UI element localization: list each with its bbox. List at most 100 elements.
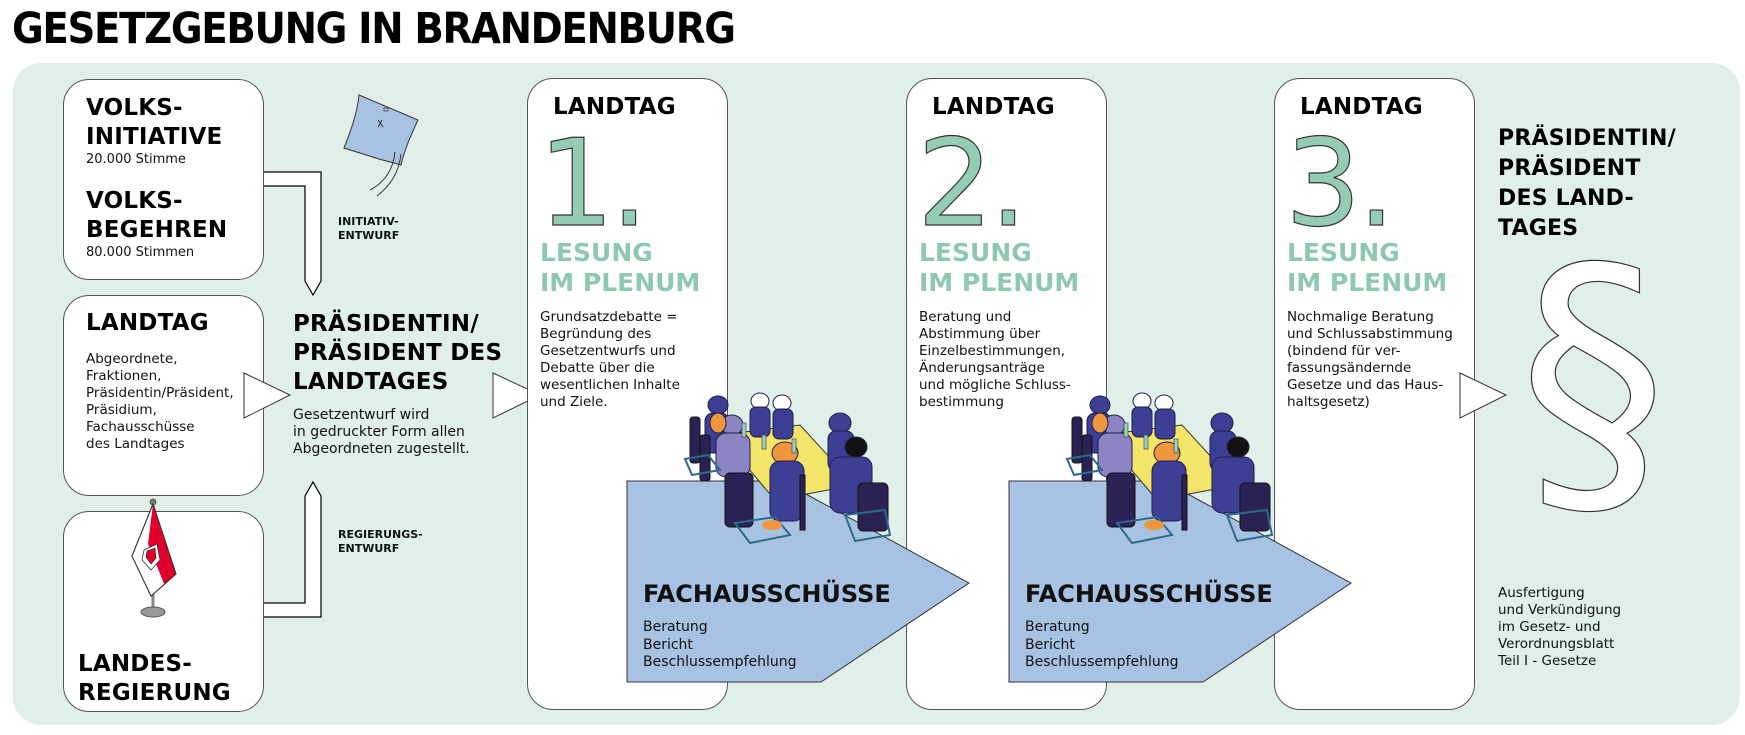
text-line: in gedruckter Form allen (293, 424, 465, 440)
volksbegehren-note: 80.000 Stimmen (86, 245, 195, 260)
lesung-2-header: LANDTAG (932, 94, 1055, 120)
landtag-initiator-title: LANDTAG (86, 310, 209, 336)
card-volksinitiative: VOLKS- INITIATIVE 20.000 Stimme VOLKS- B… (63, 79, 264, 280)
text-line: Gesetzentwurf wird (293, 407, 430, 423)
title-line: PRÄSIDENT (1498, 156, 1641, 181)
lesung-line: LESUNG (919, 238, 1032, 267)
volksinitiative-title-2: INITIATIVE (86, 124, 223, 150)
initiativ-entwurf-label: INITIATIV- ENTWURF (338, 215, 399, 243)
text-line: Teil I - Gesetze (1498, 653, 1597, 669)
committee-item: Beratung (1025, 619, 1090, 635)
lesung-1-header: LANDTAG (553, 94, 676, 120)
text-line: fassungsändernde (1287, 360, 1412, 376)
lesung-line: LESUNG (540, 238, 653, 267)
text-line: und Ziele. (540, 394, 608, 410)
text-line: Verordnungsblatt (1498, 636, 1615, 652)
regierungs-arrow (264, 480, 322, 618)
committee-1-items: Beratung Bericht Beschlussempfehlung (643, 619, 797, 672)
committee-item: Beratung (643, 619, 708, 635)
committee-item: Bericht (1025, 636, 1075, 653)
text-line: Gesetze und das Haus- (1287, 377, 1444, 393)
title-line: TAGES (1498, 216, 1579, 241)
landtag-member: Fachausschüsse (86, 419, 195, 435)
lesung-2-title: LESUNG IM PLENUM (919, 238, 1079, 298)
eagle (145, 547, 157, 565)
volksbegehren-title-1: VOLKS- (86, 188, 183, 214)
final-title: PRÄSIDENTIN/ PRÄSIDENT DES LAND- TAGES (1498, 124, 1676, 244)
text-line: haltsgesetz) (1287, 394, 1370, 410)
landtag-member: des Landtages (86, 436, 185, 452)
landtag-members-list: Abgeordnete, Fraktionen, Präsidentin/Prä… (86, 351, 234, 453)
praesident-to-lesung1-arrow (492, 372, 542, 419)
label-line: ENTWURF (338, 542, 400, 555)
lesung-line: IM PLENUM (1287, 268, 1448, 297)
committee-meeting-illustration (683, 392, 892, 545)
title-line: PRÄSIDENTIN/ (293, 311, 479, 337)
lesung-2-number: 2. (916, 115, 1028, 254)
lesung-line: IM PLENUM (919, 268, 1080, 297)
text-line: im Gesetz- und (1498, 619, 1601, 635)
praesident-intake-text: Gesetzentwurf wird in gedruckter Form al… (293, 407, 470, 458)
label-line: ENTWURF (338, 229, 400, 242)
text-line: wesentlichen Inhalte (540, 377, 680, 393)
document-icon (343, 94, 419, 197)
committee-2-items: Beratung Bericht Beschlussempfehlung (1025, 619, 1179, 672)
final-text: Ausfertigung und Verkündigung im Gesetz-… (1498, 585, 1621, 670)
label-line: INITIATIV- (338, 215, 399, 228)
title-line: DES LAND- (1498, 186, 1634, 211)
volksbegehren-title-2: BEGEHREN (86, 217, 228, 243)
paragraph-symbol-icon: § (1517, 205, 1668, 554)
label-line: REGIERUNGS- (338, 528, 423, 541)
text-line: (bindend für ver- (1287, 343, 1401, 359)
committee-meeting-illustration (1065, 392, 1274, 545)
regierungs-entwurf-label: REGIERUNGS- ENTWURF (338, 528, 423, 556)
flag-outline (131, 502, 177, 597)
text-line: Änderungsanträge (919, 360, 1045, 376)
volksinitiative-title-1: VOLKS- (86, 95, 183, 121)
title-line: LANDTAGES (293, 369, 449, 395)
text-line: und mögliche Schluss- (919, 377, 1071, 393)
committee-item: Bericht (643, 636, 693, 653)
committee-arrow-1-shape (626, 480, 970, 683)
page-title: GESETZGEBUNG IN BRANDENBURG (12, 4, 736, 54)
committee-2-title: FACHAUSSCHÜSSE (1025, 580, 1273, 608)
card-lesung-2: LANDTAG 2. LESUNG IM PLENUM Beratung und… (906, 78, 1107, 710)
committee-arrow-2 (1008, 480, 1352, 683)
text-line: Nochmalige Beratung (1287, 309, 1434, 325)
lesung-3-header: LANDTAG (1300, 94, 1423, 120)
praesident-intake-title: PRÄSIDENTIN/ PRÄSIDENT DES LANDTAGES (293, 310, 502, 397)
flag-red-lower (132, 544, 164, 596)
landtag-to-praesident-arrow (243, 372, 292, 419)
lesung-3-title: LESUNG IM PLENUM (1287, 238, 1447, 298)
flag-red-band (148, 504, 176, 584)
text-line: Grundsatzdebatte = (540, 309, 678, 325)
lesung-line: IM PLENUM (540, 268, 701, 297)
card-landtag-initiator: LANDTAG Abgeordnete, Fraktionen, Präside… (63, 295, 264, 496)
brandenburg-flag-icon (131, 498, 177, 618)
landtag-member: Abgeordnete, (86, 351, 178, 367)
text-line: Gesetzentwurfs und (540, 343, 676, 359)
committee-arrow-2-shape (1008, 480, 1352, 683)
text-line: bestimmung (919, 394, 1004, 410)
text-line: und Schlussabstimmung (1287, 326, 1453, 342)
committee-item: Beschlussempfehlung (1025, 654, 1179, 670)
lesung-1-number: 1. (537, 115, 649, 254)
text-line: Einzelbestimmungen, (919, 343, 1066, 359)
lesung-2-text: Beratung und Abstimmung über Einzelbesti… (919, 309, 1071, 411)
text-line: Abstimmung über (919, 326, 1041, 342)
committee-arrow-1 (626, 480, 970, 683)
text-line: Ausfertigung (1498, 585, 1585, 601)
text-line: und Verkündigung (1498, 602, 1622, 618)
landtag-member: Präsidium, (86, 402, 157, 418)
lesung-3-text: Nochmalige Beratung und Schlussabstimmun… (1287, 309, 1453, 411)
initiativ-arrow (264, 171, 322, 297)
committee-1-title: FACHAUSSCHÜSSE (643, 580, 891, 608)
card-landesregierung: LANDES- REGIERUNG (63, 498, 264, 712)
landtag-member: Fraktionen, (86, 368, 162, 384)
landesregierung-title-2: REGIERUNG (78, 680, 231, 706)
text-line: Begründung des (540, 326, 652, 342)
committee-item: Beschlussempfehlung (643, 654, 797, 670)
title-line: PRÄSIDENTIN/ (1498, 126, 1676, 151)
